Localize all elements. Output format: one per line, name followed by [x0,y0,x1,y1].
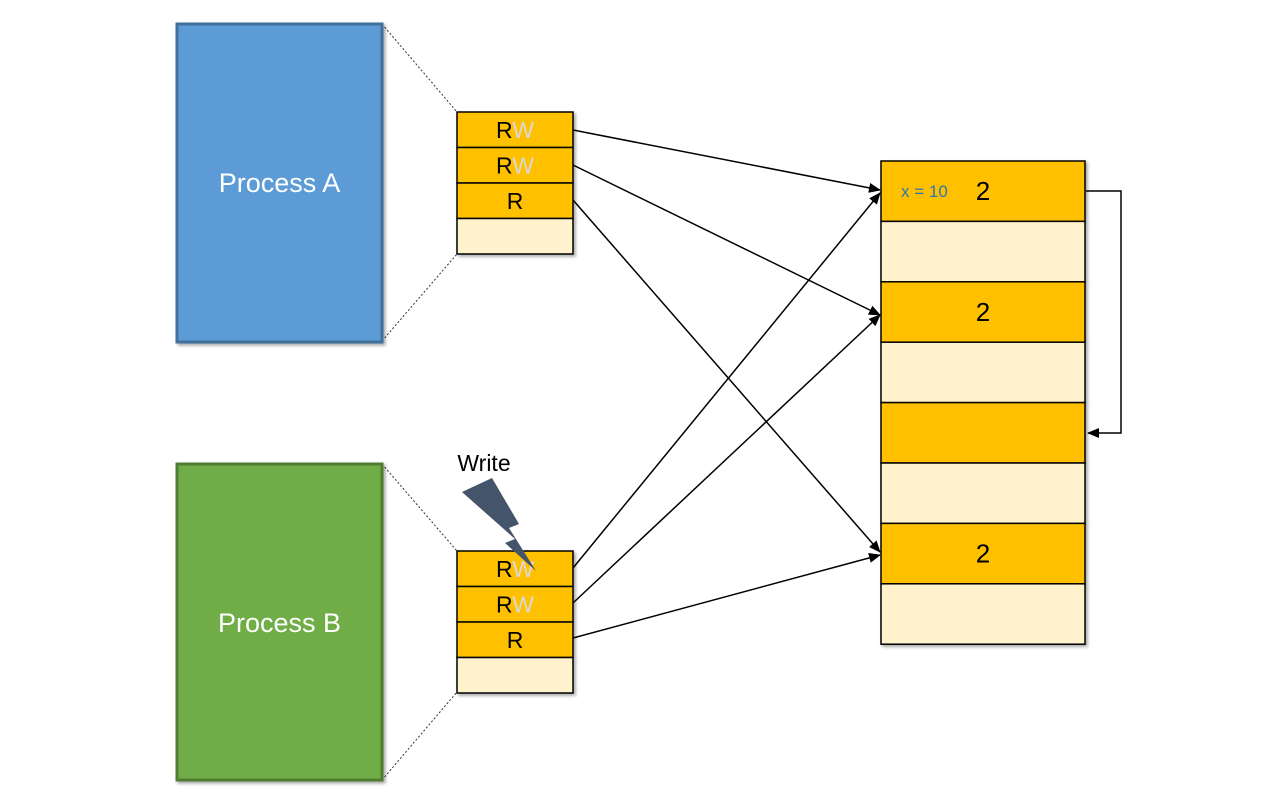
write-event: Write [457,450,536,571]
memory-frame-cell [880,522,1086,585]
page-table-a-read-flag: R [496,117,512,143]
lightning-bolt-icon [462,478,536,571]
page-table-b-read-flag: R [496,556,512,582]
page-table-a-read-flag: R [496,152,512,178]
page-table-b-write-flag: W [512,556,534,582]
copy-arrow [1086,190,1122,438]
page-table-a-read-flag: R [507,188,524,214]
page-table-a-permission: RW [496,152,534,178]
memory-frame-cell [880,281,1086,343]
memory-frame-value: 2 [976,176,990,206]
mapping-arrows [572,129,1122,639]
zoom-guide-b-top [381,463,458,552]
page-table-a-entry: R [456,182,574,220]
page-table-a-entry-cell [456,217,574,255]
page-table-b-permission: R [507,627,524,653]
memory-frame-cell [880,401,1086,464]
memory-frame [880,462,1086,525]
memory-frame-value: 2 [976,539,990,569]
memory-frame: 2 [880,522,1086,585]
page-table-a-entry [456,217,574,255]
memory-frame [880,583,1086,645]
page-table-b-permission: RW [496,591,534,617]
write-label: Write [457,450,510,476]
page-table-a-permission: RW [496,117,534,143]
arrow-a2-to-frame6 [572,199,881,553]
page-table-a-entry: RW [456,111,574,149]
arrow-b0-to-frame0 [572,192,881,569]
memory-frame: x = 10 2 [880,160,1086,223]
memory-frame [880,220,1086,283]
process-a-label: Process A [219,168,341,198]
process-b-label: Process B [218,608,341,638]
page-table-a-permission: R [507,188,524,214]
process-b-box: Process B [175,462,384,782]
arrow-b1-to-frame2 [572,314,881,604]
memory-frame-cell [880,160,1086,223]
arrow-a1-to-frame2 [572,164,881,316]
zoom-guide-a-top [381,23,458,113]
page-table-b-entry: RW [456,550,574,588]
page-table-b-read-flag: R [496,591,512,617]
arrow-b2-to-frame6 [572,553,881,639]
page-table-b-entry: RW [456,585,574,623]
memory-frame-value: 2 [976,297,990,327]
page-table-a-entry: RW [456,146,574,184]
page-table-b-entry-cell [456,656,574,694]
physical-memory: x = 10 2 2 2 [880,160,1086,645]
memory-frame-cell [880,341,1086,404]
memory-frame-cell [880,220,1086,283]
page-table-b-write-flag: W [512,591,534,617]
memory-frame [880,401,1086,464]
page-table-a-write-flag: W [512,117,534,143]
memory-frame: 2 [880,281,1086,343]
page-table-b-read-flag: R [507,627,524,653]
page-table-b-entry [456,656,574,694]
zoom-guide-b-bottom [381,691,458,781]
process-a-box: Process A [175,22,384,344]
zoom-guides [381,23,458,781]
memory-frame [880,341,1086,404]
zoom-guide-a-bottom [381,253,458,342]
page-table-a-write-flag: W [512,152,534,178]
page-table-b-entry-cell [456,550,574,588]
page-table-b-entry: R [456,621,574,659]
memory-frame-note: x = 10 [901,182,948,201]
arrow-a0-to-frame0 [572,129,881,193]
memory-frame-cell [880,462,1086,525]
memory-frame-cell [880,583,1086,645]
